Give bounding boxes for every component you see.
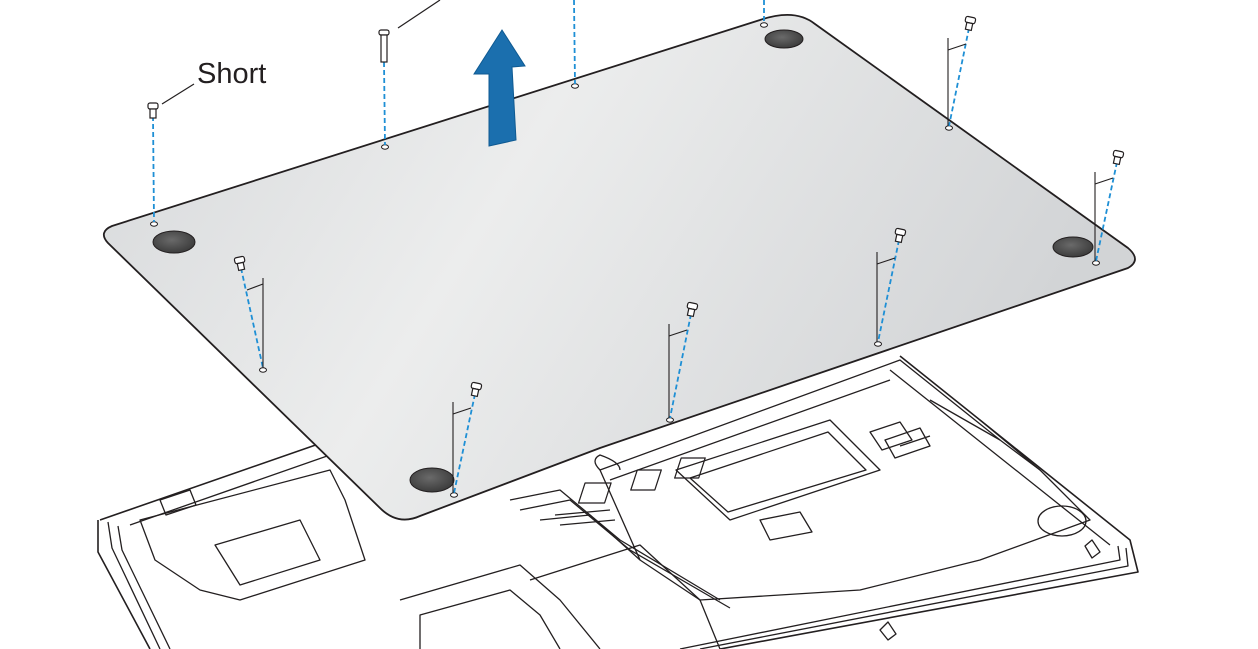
screw-hole: [450, 492, 458, 498]
callout-leaders: [161, 0, 441, 105]
screw-icon: [964, 15, 977, 32]
screw-hole: [259, 367, 267, 373]
laptop-lower-case: [97, 355, 1139, 649]
rubber-foot-icon: [152, 230, 196, 254]
screw-icon: [1112, 149, 1125, 166]
rubber-foot-icon: [764, 29, 804, 49]
screw-hole: [760, 22, 768, 28]
short-callout-leader: [161, 83, 195, 105]
angle-reference-lines: [246, 38, 1114, 493]
rubber-foot-icon: [1052, 236, 1094, 258]
screw-hole: [945, 125, 953, 131]
bottom-case-panel-shape: [102, 14, 1136, 521]
screw-icon: [147, 102, 159, 119]
screw-hole: [571, 83, 579, 89]
long-callout-leader: [397, 0, 441, 29]
screw-hole: [874, 341, 882, 347]
short-screw-label: Short: [197, 58, 267, 90]
screw-icon: [378, 29, 390, 63]
screw-icon: [470, 381, 483, 398]
screw-hole: [666, 417, 674, 423]
rubber-foot-icon: [409, 467, 455, 493]
screw-hole: [381, 144, 389, 150]
screws: [147, 15, 1125, 398]
screw-hole: [1092, 260, 1100, 266]
arrow-up-icon: [473, 29, 526, 147]
screw-icon: [233, 255, 246, 272]
bottom-case-panel: [102, 14, 1136, 521]
screw-icon: [894, 227, 907, 244]
screw-icon: [686, 301, 699, 318]
screw-hole: [150, 221, 158, 227]
